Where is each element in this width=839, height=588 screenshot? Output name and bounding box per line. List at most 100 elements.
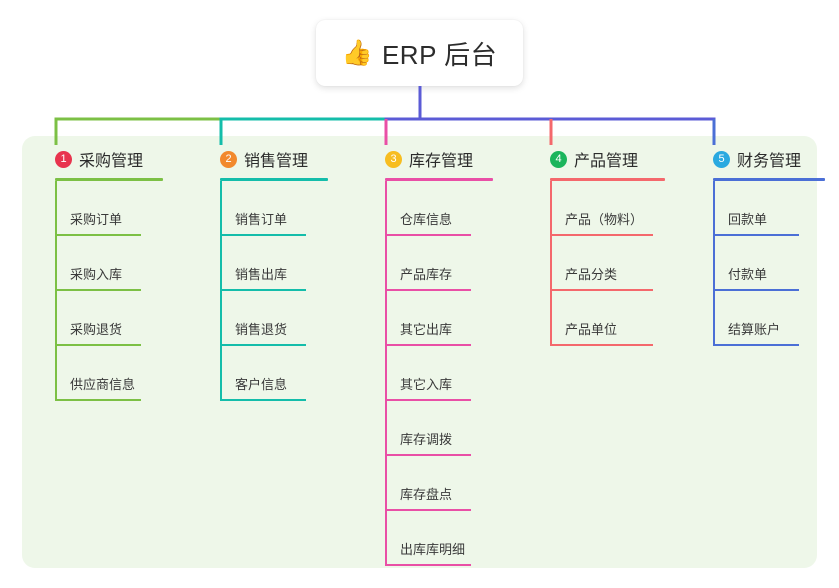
column-spine-4 [550, 181, 552, 346]
leaf-item-rule [550, 234, 653, 236]
leaf-item-rule [385, 234, 471, 236]
leaf-item-rule [385, 344, 471, 346]
leaf-item-rule [385, 399, 471, 401]
leaf-item[interactable]: 销售出库 [220, 236, 328, 291]
column-2: 2 销售管理销售订单销售出库销售退货客户信息 [203, 146, 328, 401]
leaf-item-rule [713, 344, 799, 346]
leaf-item-label: 采购入库 [70, 267, 123, 282]
column-items-2: 销售订单销售出库销售退货客户信息 [203, 181, 328, 401]
leaf-item-label: 仓库信息 [400, 212, 453, 227]
leaf-item-rule [385, 289, 471, 291]
column-rule-3 [385, 178, 493, 181]
leaf-item-rule [55, 234, 141, 236]
leaf-item[interactable]: 产品库存 [385, 236, 493, 291]
leaf-item[interactable]: 库存调拨 [385, 401, 493, 456]
leaf-item-label: 销售订单 [235, 212, 288, 227]
leaf-item[interactable]: 结算账户 [713, 291, 825, 346]
leaf-item[interactable]: 销售退货 [220, 291, 328, 346]
leaf-item-rule [385, 509, 471, 511]
leaf-item[interactable]: 其它入库 [385, 346, 493, 401]
column-title-2: 销售管理 [244, 153, 309, 170]
leaf-item-label: 产品库存 [400, 267, 453, 282]
leaf-item-label: 库存调拨 [400, 432, 453, 447]
leaf-item[interactable]: 客户信息 [220, 346, 328, 401]
leaf-item-rule [55, 289, 141, 291]
leaf-item-rule [220, 289, 306, 291]
column-rule-1 [55, 178, 163, 181]
leaf-item[interactable]: 产品单位 [550, 291, 665, 346]
column-items-1: 采购订单采购入库采购退货供应商信息 [38, 181, 163, 401]
leaf-item-rule [55, 399, 141, 401]
leaf-item[interactable]: 销售订单 [220, 181, 328, 236]
leaf-item-rule [385, 454, 471, 456]
leaf-item-label: 其它出库 [400, 322, 453, 337]
leaf-item-rule [220, 234, 306, 236]
leaf-item-label: 结算账户 [728, 322, 781, 337]
leaf-item[interactable]: 采购退货 [55, 291, 163, 346]
leaf-item-rule [713, 289, 799, 291]
leaf-item-rule [385, 564, 471, 566]
leaf-item[interactable]: 产品（物料） [550, 181, 665, 236]
leaf-item[interactable]: 产品分类 [550, 236, 665, 291]
column-header-5[interactable]: 5 财务管理 [696, 146, 825, 172]
column-4: 4 产品管理产品（物料） 产品分类产品单位 [533, 146, 665, 346]
leaf-item-label: 采购订单 [70, 212, 123, 227]
leaf-item-label: 产品（物料） [565, 212, 644, 227]
column-badge-1: 1 [55, 150, 72, 168]
leaf-item-rule [550, 289, 653, 291]
column-badge-3: 3 [385, 150, 402, 168]
leaf-item-rule [550, 344, 653, 346]
leaf-item-rule [55, 344, 141, 346]
column-header-2[interactable]: 2 销售管理 [203, 146, 328, 172]
leaf-item[interactable]: 库存盘点 [385, 456, 493, 511]
column-spine-1 [55, 181, 57, 401]
column-items-3: 仓库信息产品库存其它出库其它入库库存调拨库存盘点出库库明细 [368, 181, 493, 566]
leaf-item-label: 采购退货 [70, 322, 123, 337]
leaf-item[interactable]: 采购入库 [55, 236, 163, 291]
column-title-1: 采购管理 [79, 153, 144, 170]
column-badge-4: 4 [550, 150, 567, 168]
root-node-content: 👍 ERP 后台 [342, 35, 497, 72]
column-badge-5: 5 [713, 150, 730, 168]
column-badge-2: 2 [220, 150, 237, 168]
leaf-item-label: 销售出库 [235, 267, 288, 282]
leaf-item[interactable]: 其它出库 [385, 291, 493, 346]
column-rule-5 [713, 178, 825, 181]
leaf-item[interactable]: 仓库信息 [385, 181, 493, 236]
leaf-item-label: 出库库明细 [400, 542, 466, 557]
root-node-title: ERP 后台 [381, 39, 498, 70]
column-spine-5 [713, 181, 715, 346]
column-spine-2 [220, 181, 222, 401]
leaf-item-label: 客户信息 [235, 377, 288, 392]
diagram-panel [22, 136, 817, 568]
column-5: 5 财务管理回款单付款单结算账户 [696, 146, 825, 346]
leaf-item-label: 库存盘点 [400, 487, 453, 502]
leaf-item-label: 其它入库 [400, 377, 453, 392]
leaf-item-label: 产品分类 [565, 267, 618, 282]
leaf-item-label: 回款单 [728, 212, 768, 227]
leaf-item[interactable]: 出库库明细 [385, 511, 493, 566]
leaf-item-label: 付款单 [728, 267, 768, 282]
column-rule-4 [550, 178, 665, 181]
column-title-4: 产品管理 [574, 153, 639, 170]
leaf-item-rule [713, 234, 799, 236]
leaf-item[interactable]: 供应商信息 [55, 346, 163, 401]
leaf-item-label: 销售退货 [235, 322, 288, 337]
leaf-item-label: 产品单位 [565, 322, 618, 337]
leaf-item[interactable]: 采购订单 [55, 181, 163, 236]
leaf-item-label: 供应商信息 [70, 377, 136, 392]
column-header-1[interactable]: 1 采购管理 [38, 146, 163, 172]
root-node-card[interactable]: 👍 ERP 后台 [316, 20, 523, 86]
column-header-4[interactable]: 4 产品管理 [533, 146, 665, 172]
column-items-4: 产品（物料） 产品分类产品单位 [533, 181, 665, 346]
column-title-5: 财务管理 [737, 153, 802, 170]
leaf-item-rule [220, 399, 306, 401]
column-items-5: 回款单付款单结算账户 [696, 181, 825, 346]
column-spine-3 [385, 181, 387, 566]
leaf-item[interactable]: 付款单 [713, 236, 825, 291]
leaf-item[interactable]: 回款单 [713, 181, 825, 236]
leaf-item-rule [220, 344, 306, 346]
thumbs-up-icon: 👍 [341, 38, 373, 67]
